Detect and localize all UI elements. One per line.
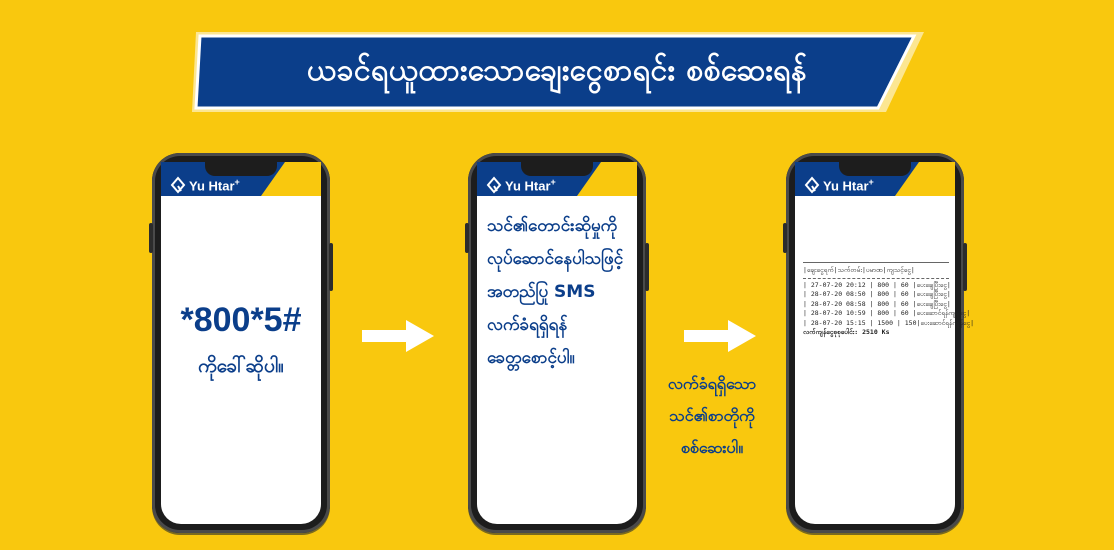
caption-line: သင်၏စာတိုကို: [669, 406, 755, 425]
sms-row: | 28-07-20 10:59 | 800 | 60 |ပေးဆောင်ရန်…: [803, 309, 971, 317]
sms-loan-list: |ချေးငွေရက်|သက်တမ်း|ပမာဏ|ကျသင့်ငွေ| | 27…: [803, 262, 975, 338]
message-line: ခေတ္တစောင့်ပါ။: [487, 348, 575, 368]
sms-row: | 27-07-20 20:12 | 800 | 60 |ပေးချေပြီးင…: [803, 280, 951, 289]
yu-htar-logo-icon: [170, 176, 186, 194]
message-line: အတည်ပြု SMS: [487, 282, 596, 302]
banner-shape: [192, 32, 924, 112]
sms-header: |ချေးငွေရက်|သက်တမ်း|ပမာဏ|ကျသင့်ငွေ|: [803, 262, 949, 276]
volume-button: [149, 223, 153, 253]
phone-screen: Yu Htar+ သင်၏တောင်းဆိုမှုကို လုပ်ဆောင်နေ…: [477, 162, 637, 524]
power-button: [963, 243, 967, 291]
sms-footer: လက်ကျန်ငွေစုစုပေါင်း: 2510 Ks: [803, 328, 890, 336]
dial-caption: ကိုခေါ်ဆိုပါ။: [198, 355, 284, 377]
caption-line: လက်ခံရရှိသော: [667, 374, 757, 393]
message-line: လုပ်ဆောင်နေပါသဖြင့်: [487, 249, 624, 269]
phone-processing: Yu Htar+ သင်၏တောင်းဆိုမှုကို လုပ်ဆောင်နေ…: [465, 153, 649, 533]
screen-header: Yu Htar+: [795, 162, 955, 196]
power-button: [329, 243, 333, 291]
page-title: ယခင်ရယူထားသောချေးငွေစာရင်း စစ်ဆေးရန်: [306, 52, 808, 88]
brand-logo: Yu Htar+: [804, 175, 874, 195]
arrow-right-icon: [362, 320, 434, 352]
phone-screen: Yu Htar+ *800*5# ကိုခေါ်ဆိုပါ။: [161, 162, 321, 524]
volume-button: [465, 223, 469, 253]
phone-notch: [205, 162, 277, 176]
check-sms-caption: လက်ခံရရှိသော သင်၏စာတိုကို စစ်ဆေးပါ။: [612, 368, 812, 464]
caption-line: စစ်ဆေးပါ။: [680, 438, 744, 457]
phone-screen: Yu Htar+ |ချေးငွေရက်|သက်တမ်း|ပမာဏ|ကျသင့်…: [795, 162, 975, 524]
brand-name: Yu Htar+: [505, 176, 556, 194]
sms-row: | 28-07-20 08:50 | 800 | 60 |ပေးချေပြီးင…: [803, 290, 951, 298]
sms-row: | 28-07-20 15:15 | 1500 | 150|ပေးဆောင်ရန…: [803, 318, 975, 327]
message-line: သင်၏တောင်းဆိုမှုကို: [487, 216, 618, 236]
sms-divider: [803, 277, 949, 279]
brand-name: Yu Htar+: [823, 176, 874, 194]
message-line: လက်ခံရရှိရန်: [487, 315, 568, 335]
yu-htar-logo-icon: [804, 176, 820, 194]
processing-message: သင်၏တောင်းဆိုမှုကို လုပ်ဆောင်နေပါသဖြင့် …: [487, 210, 631, 375]
brand-name: Yu Htar+: [189, 176, 240, 194]
title-banner: ယခင်ရယူထားသောချေးငွေစာရင်း စစ်ဆေးရန်: [186, 28, 928, 116]
volume-button: [783, 223, 787, 253]
yu-htar-logo-icon: [486, 176, 502, 194]
brand-logo: Yu Htar+: [170, 175, 240, 195]
arrow-right-icon: [684, 320, 756, 352]
phone-notch: [839, 162, 911, 176]
power-button: [645, 243, 649, 291]
sms-row: | 28-07-20 08:58 | 800 | 60 |ပေးချေပြီးင…: [803, 299, 951, 308]
brand-logo: Yu Htar+: [486, 175, 556, 195]
phone-notch: [521, 162, 593, 176]
phone-sms-result: Yu Htar+ |ချေးငွေရက်|သက်တမ်း|ပမာဏ|ကျသင့်…: [783, 153, 975, 533]
phone-dial: Yu Htar+ *800*5# ကိုခေါ်ဆိုပါ။: [149, 153, 333, 533]
ussd-code: *800*5#: [180, 301, 302, 339]
